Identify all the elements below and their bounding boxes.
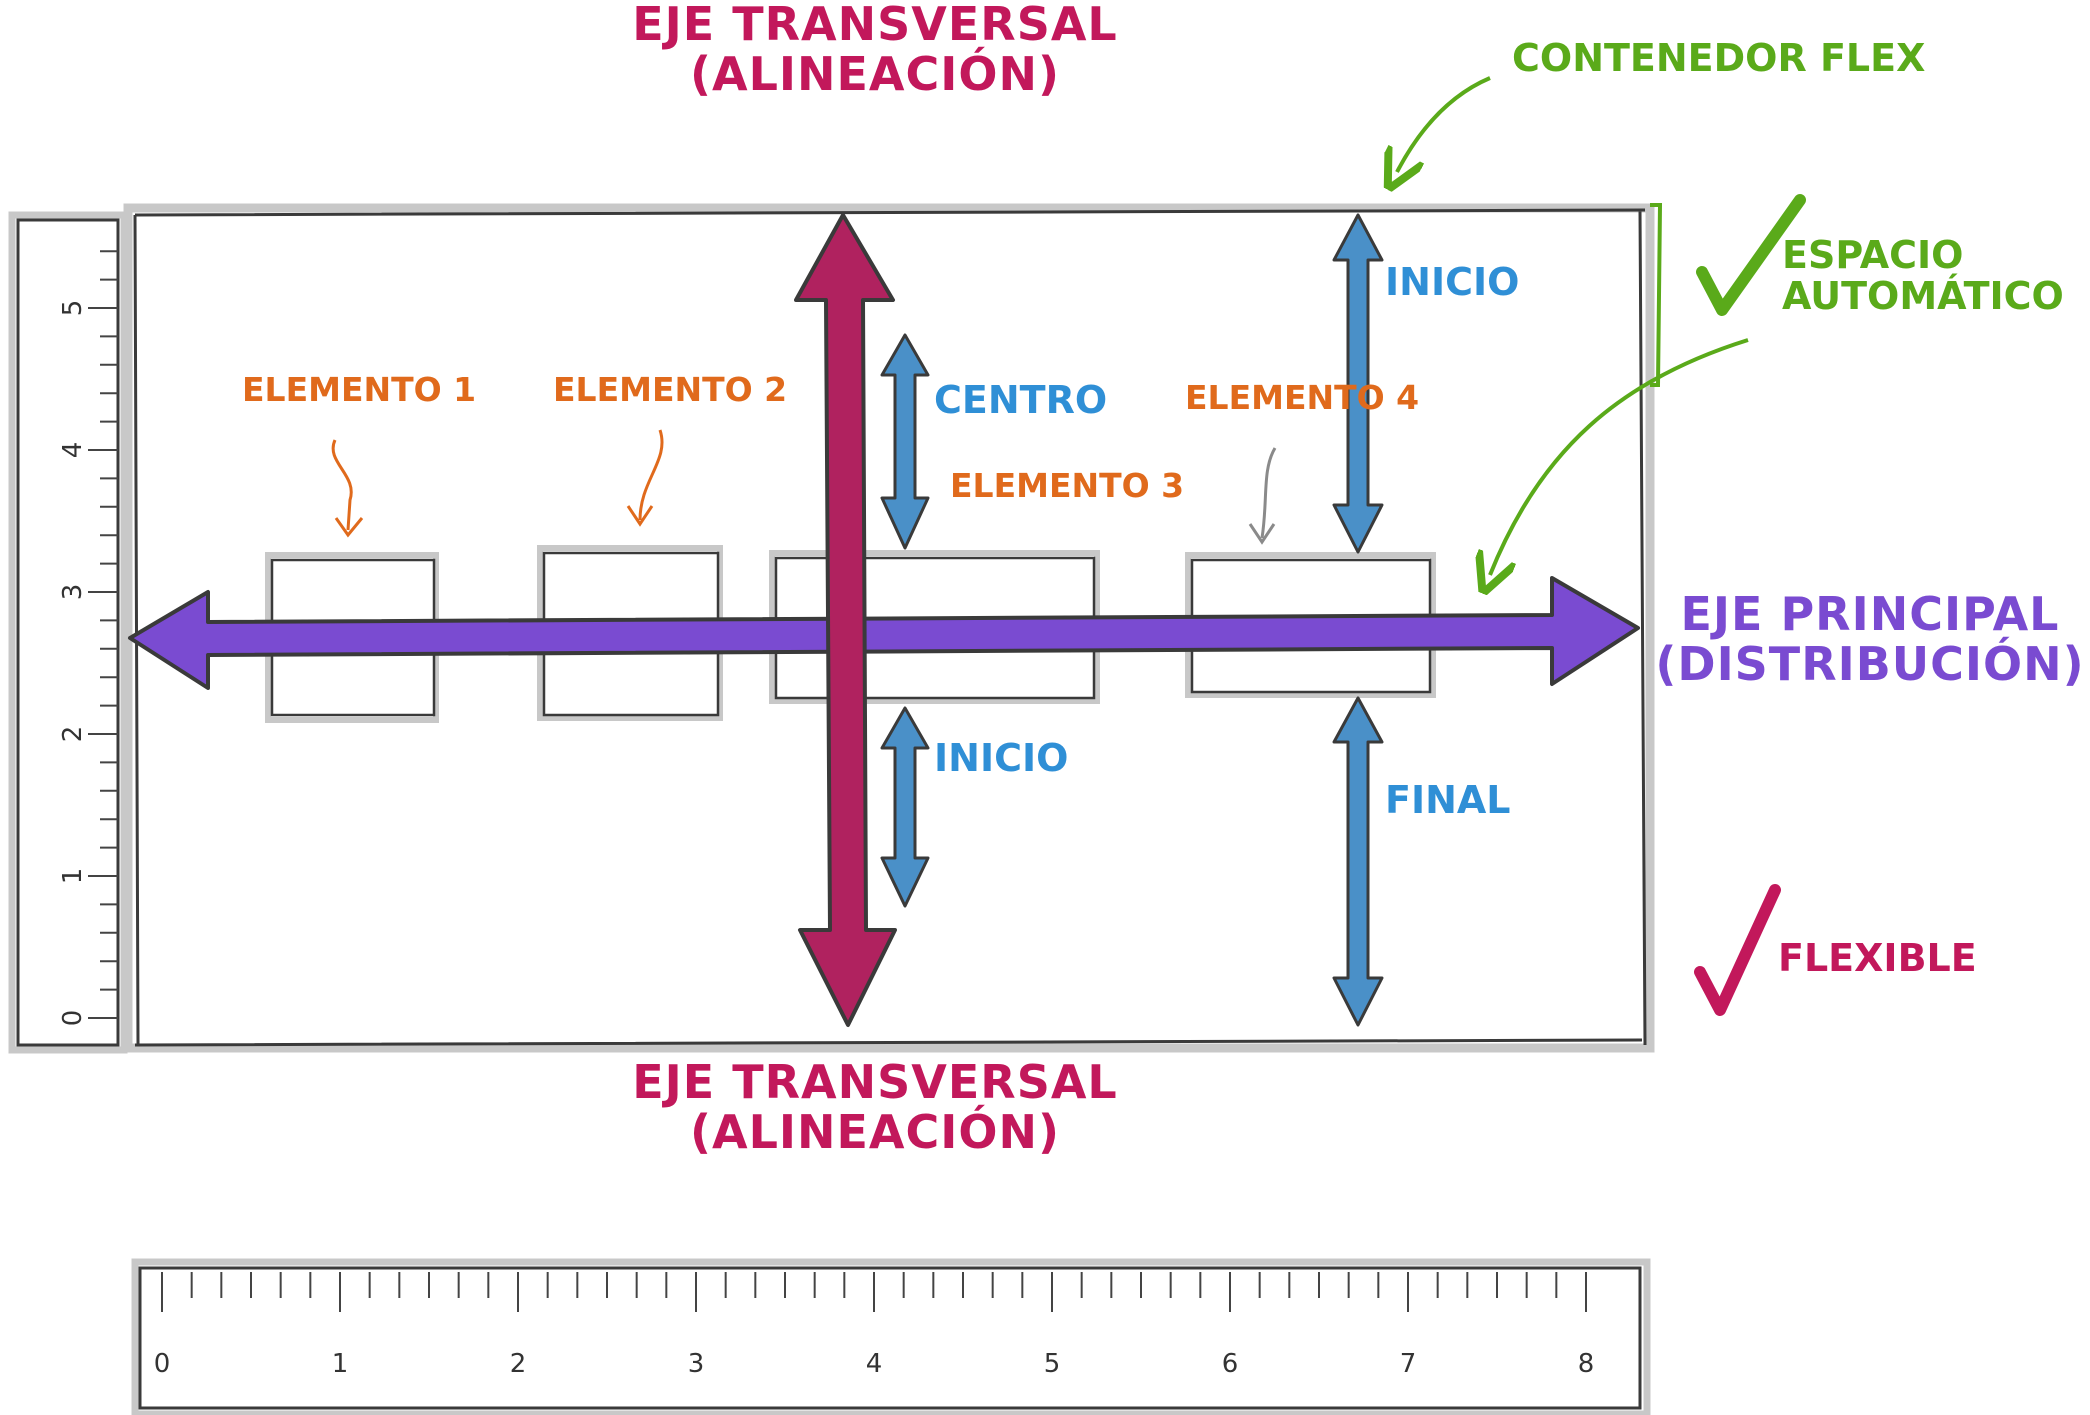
ruler-tick-label: 0: [58, 1010, 88, 1027]
cross-axis-title: EJE TRANSVERSAL: [632, 0, 1118, 51]
start-mid-label: INICIO: [934, 736, 1069, 780]
cross-axis-top-label: EJE TRANSVERSAL (ALINEACIÓN): [600, 0, 1150, 99]
element-1-label: ELEMENTO 1: [242, 370, 477, 409]
cross-axis-bottom-label: EJE TRANSVERSAL (ALINEACIÓN): [600, 1055, 1150, 1159]
element-2-label: ELEMENTO 2: [553, 370, 788, 409]
auto-space-label: ESPACIO AUTOMÁTICO: [1782, 233, 2064, 319]
main-axis-label: EJE PRINCIPAL (DISTRIBUCIÓN): [1655, 587, 2085, 691]
main-axis-title: EJE PRINCIPAL: [1680, 587, 2060, 641]
cross-axis-subtitle: (ALINEACIÓN): [689, 1104, 1061, 1159]
element-3-label: ELEMENTO 3: [950, 466, 1185, 505]
ruler-tick-label: 1: [332, 1349, 349, 1379]
auto-space-bracket: [1650, 203, 1663, 387]
curved-arrow-icon: [626, 505, 654, 527]
curved-arrow-icon: [638, 429, 664, 521]
flex-container-box: [123, 203, 1655, 1053]
curved-arrow-icon: [1260, 447, 1277, 539]
start-mid-arrow: [880, 706, 930, 908]
cross-axis-arrow: [794, 213, 897, 1027]
flexible-label: FLEXIBLE: [1778, 936, 1977, 980]
auto-space-line-2: AUTOMÁTICO: [1782, 274, 2064, 319]
auto-space-line-1: ESPACIO: [1782, 233, 1964, 277]
start-top-arrow: [1332, 213, 1384, 554]
cross-axis-subtitle: (ALINEACIÓN): [689, 46, 1061, 101]
center-arrow: [880, 333, 930, 550]
ruler-tick-label: 0: [154, 1349, 171, 1379]
ruler-tick-label: 5: [1044, 1349, 1061, 1379]
end-arrow: [1332, 696, 1384, 1027]
checkmark-icon: [1694, 884, 1781, 1016]
ruler-tick-label: 1: [58, 868, 88, 885]
start-top-label: INICIO: [1385, 260, 1520, 304]
curved-arrow-icon: [1490, 338, 1749, 575]
ruler-tick-label: 3: [688, 1349, 705, 1379]
ruler-tick-label: 6: [1222, 1349, 1239, 1379]
curved-arrow-icon: [334, 517, 364, 538]
center-label: CENTRO: [934, 378, 1108, 422]
checkmark-icon: [1696, 194, 1806, 316]
ruler-tick-label: 5: [58, 300, 88, 317]
vertical-ruler: 0 1 2 3 4 5: [8, 211, 128, 1054]
ruler-tick-label: 3: [58, 584, 88, 601]
ruler-tick-label: 4: [58, 442, 88, 459]
main-axis-arrow: [128, 576, 1640, 690]
curved-arrow-icon: [331, 439, 353, 531]
flex-container-label: CONTENEDOR FLEX: [1512, 36, 1926, 80]
cross-axis-title: EJE TRANSVERSAL: [632, 1055, 1118, 1109]
ruler-tick-label: 4: [866, 1349, 883, 1379]
ruler-tick-label: 2: [510, 1349, 527, 1379]
ruler-tick-label: 7: [1400, 1349, 1417, 1379]
curved-arrow-icon: [1248, 523, 1276, 545]
curved-arrow-icon: [1397, 76, 1491, 172]
element-4-label: ELEMENTO 4: [1185, 378, 1420, 417]
ruler-tick-label: 2: [58, 726, 88, 743]
end-label: FINAL: [1385, 778, 1511, 822]
main-axis-subtitle: (DISTRIBUCIÓN): [1655, 636, 2085, 691]
horizontal-ruler: 0 1 2 3 4 5 6 7 8: [131, 1258, 1651, 1415]
ruler-tick-label: 8: [1578, 1349, 1595, 1379]
